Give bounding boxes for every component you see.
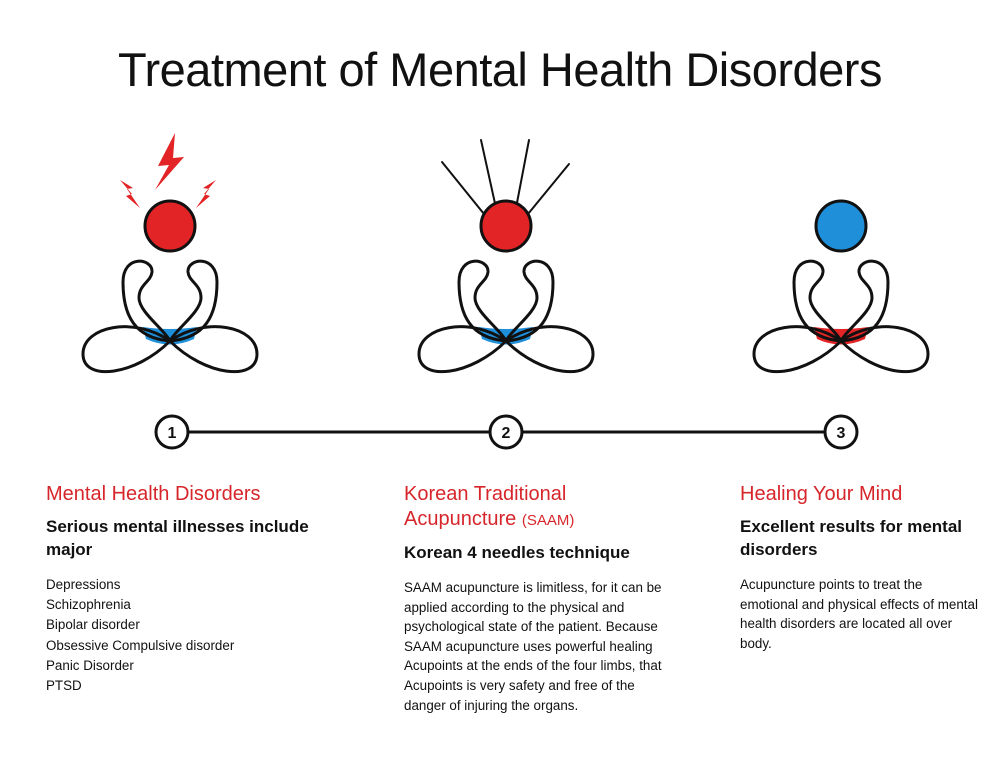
column-2-subtitle: Korean 4 needles technique (404, 543, 630, 562)
column-2-title-line1: Korean Traditional (404, 483, 567, 505)
column-3-body: Acupuncture points to treat the emotiona… (740, 577, 978, 651)
disorders-list: Depressions Schizophrenia Bipolar disord… (46, 575, 311, 696)
figure-acupuncture (411, 128, 601, 388)
step-timeline: 1 2 3 (0, 410, 1000, 454)
column-3-title: Healing Your Mind (740, 483, 903, 505)
column-healing-your-mind: Healing Your Mind Excellent results for … (740, 482, 980, 653)
head-red-icon (479, 199, 533, 253)
list-item: Bipolar disorder (46, 617, 140, 633)
figure-1-drawing (81, 133, 259, 374)
lightning-bolt-left-icon (120, 180, 140, 208)
figure-stressed (75, 128, 265, 388)
list-item: Panic Disorder (46, 657, 134, 673)
column-1-title: Mental Health Disorders (46, 483, 261, 505)
timeline-drawing: 1 2 3 (154, 414, 859, 450)
list-item: Schizophrenia (46, 597, 131, 613)
step-marker-1: 1 (154, 414, 190, 450)
column-korean-acupuncture: Korean Traditional Acupuncture (SAAM) Ko… (404, 482, 669, 715)
column-2-title: Korean Traditional Acupuncture (SAAM) (404, 482, 669, 533)
list-item: PTSD (46, 678, 82, 694)
column-mental-health-disorders: Mental Health Disorders Serious mental i… (46, 482, 311, 696)
meditating-body-icon (417, 259, 595, 374)
figure-healed (746, 128, 936, 388)
figure-2-drawing (417, 139, 595, 374)
meditating-body-icon (752, 259, 930, 374)
column-2-title-suffix: (SAAM) (521, 512, 575, 529)
step-number-2: 2 (502, 425, 511, 442)
lightning-bolts-icon (120, 133, 216, 208)
acupuncture-needles-icon (441, 139, 570, 215)
step-marker-2: 2 (488, 414, 524, 450)
step-number-1: 1 (168, 425, 177, 442)
step-marker-3: 3 (823, 414, 859, 450)
meditating-body-icon (81, 259, 259, 374)
figure-3-drawing (752, 199, 930, 374)
head-red-icon (143, 199, 197, 253)
column-2-body: SAAM acupuncture is limitless, for it ca… (404, 580, 662, 713)
head-blue-icon (814, 199, 868, 253)
lightning-bolt-center-icon (155, 133, 184, 190)
step-number-3: 3 (837, 425, 846, 442)
lightning-bolt-right-icon (196, 180, 216, 208)
column-2-title-line2: Acupuncture (404, 508, 517, 530)
page-title: Treatment of Mental Health Disorders (118, 43, 882, 96)
column-3-subtitle: Excellent results for mental disorders (740, 517, 963, 559)
list-item: Depressions (46, 577, 121, 592)
column-1-subtitle: Serious mental illnesses include major (46, 517, 309, 559)
list-item: Obsessive Compulsive disorder (46, 637, 235, 653)
